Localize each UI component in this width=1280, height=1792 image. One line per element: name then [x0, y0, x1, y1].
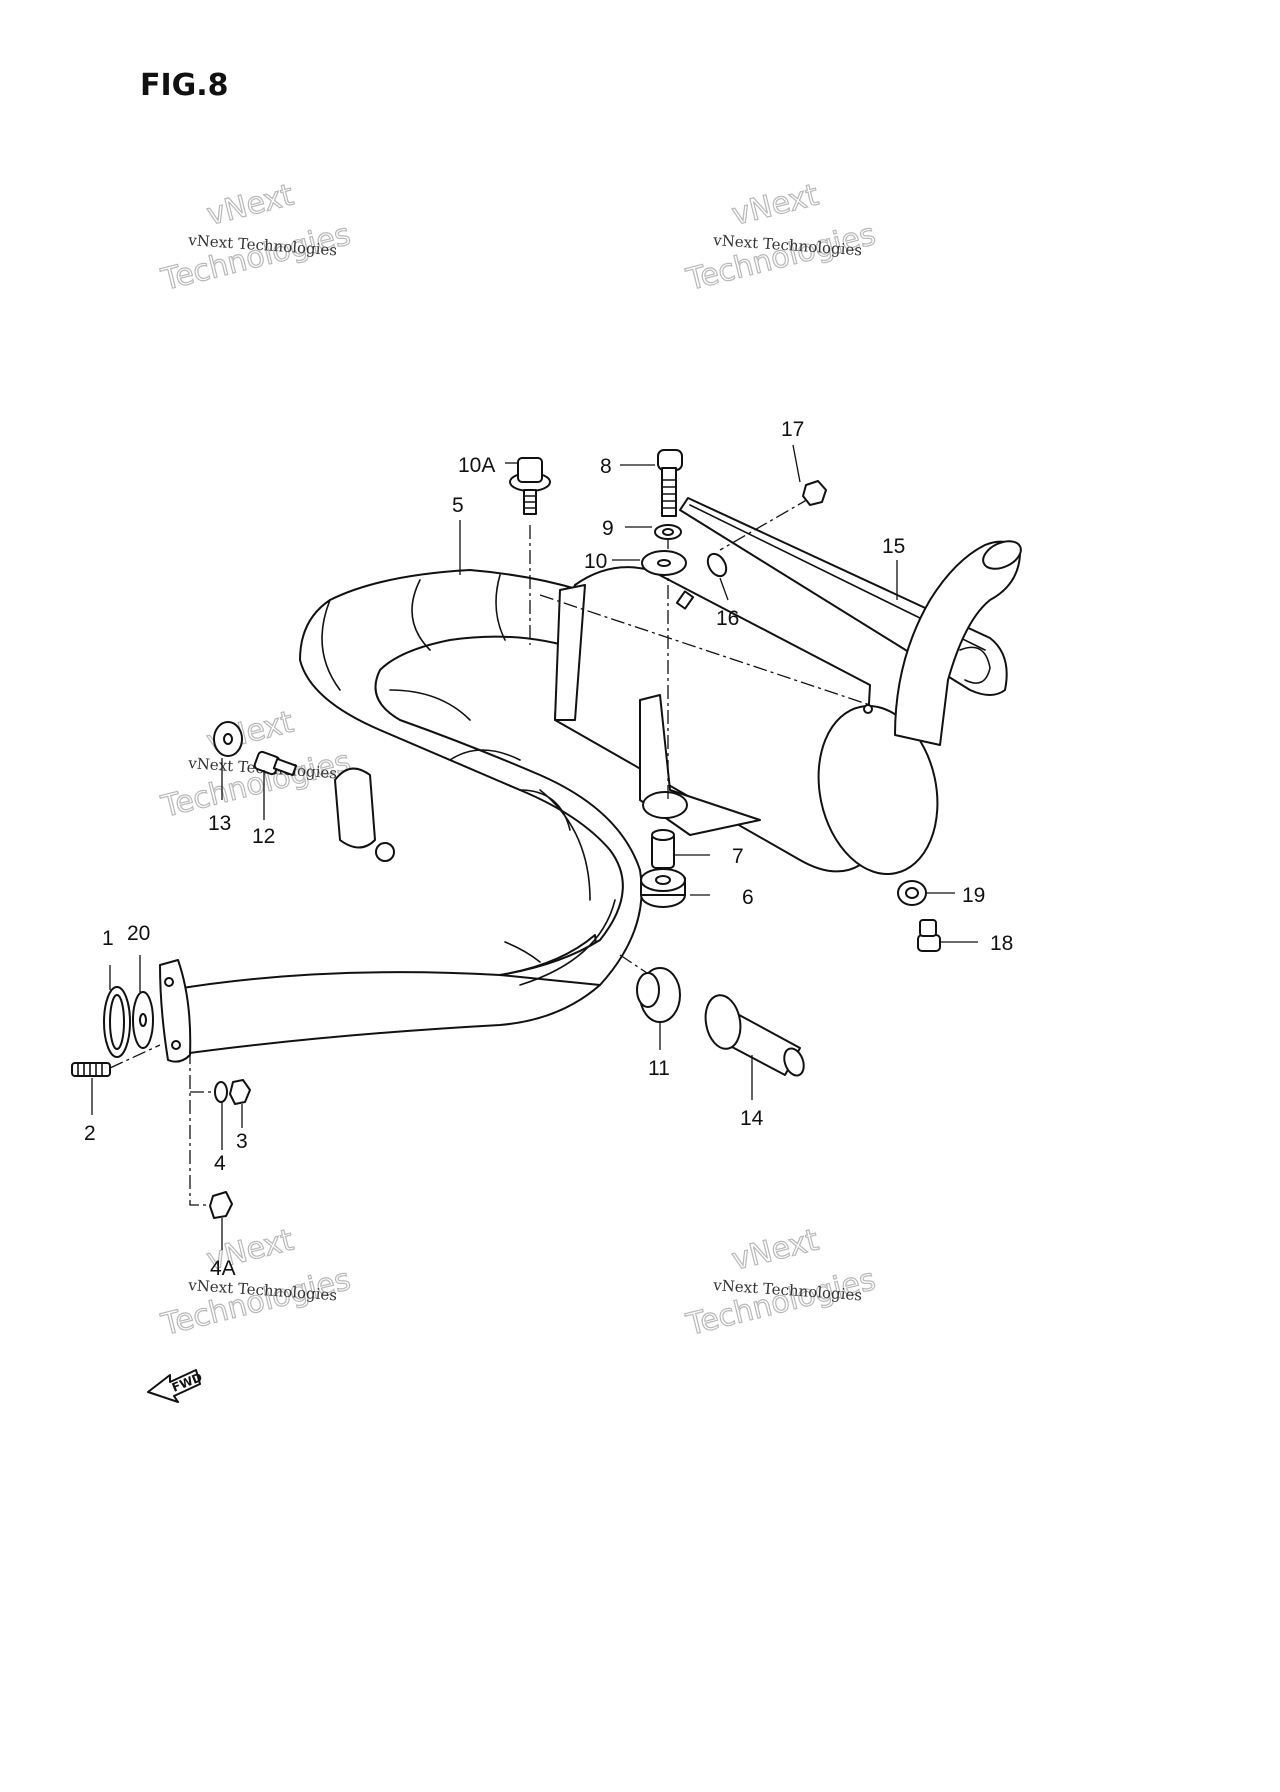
callout-2: 2: [84, 1122, 96, 1145]
flange-bolt-10a: [509, 457, 551, 515]
figure-title: FIG.8: [140, 68, 229, 103]
chamber-seam-3: [321, 599, 341, 691]
washer-10-hole: [657, 559, 671, 567]
callout-15: 15: [882, 535, 905, 558]
callout-4: 4: [214, 1152, 226, 1175]
callout-20: 20: [127, 922, 150, 945]
assembly-line-stud: [109, 1044, 161, 1069]
flange-bolt-hole-lower: [171, 1040, 181, 1050]
bolt-10a-threads: [523, 495, 537, 509]
bolt-12: [253, 750, 298, 777]
assembly-line-nut-17: [719, 497, 811, 551]
chamber-rib-5: [519, 789, 571, 831]
collar-14-end: [783, 1047, 805, 1077]
watermark-bottom-left: vNext Technologies vNext Technologies: [157, 1222, 355, 1344]
silencer-shell: [554, 566, 871, 873]
chamber-rib-4: [449, 749, 521, 761]
leader-17: [792, 444, 801, 483]
chamber-hanger-hole: [375, 842, 395, 862]
callout-8: 8: [600, 455, 612, 478]
chamber-loop: [299, 569, 643, 986]
callout-1: 1: [102, 927, 114, 950]
plug-18-shank: [919, 919, 937, 937]
nut-3: [229, 1079, 251, 1105]
guard-tip-detail: [959, 646, 991, 684]
watermark-bottom-right: vNext Technologies vNext Technologies: [682, 1222, 880, 1344]
chamber-rear-joint: [554, 584, 586, 721]
silencer-body: [554, 540, 1022, 876]
bolt-10a-head: [517, 457, 543, 483]
watermark-large-line-1: vNext: [728, 178, 822, 233]
stud-bolt-2: [71, 1062, 111, 1077]
callout-4a: 4A: [210, 1257, 236, 1280]
collar-7-top: [651, 829, 675, 841]
assembly-line-silencer-axis: [539, 594, 871, 706]
callout-5: 5: [452, 494, 464, 517]
leader-16: [719, 577, 729, 601]
grommet-6-hole: [655, 875, 671, 885]
fwd-arrow-icon: [147, 1369, 201, 1403]
chamber-hanger-tab: [334, 767, 376, 849]
watermark-top-left: vNext Technologies vNext Technologies: [157, 177, 355, 299]
bolt-8: [657, 449, 683, 517]
grommet-11-front: [636, 972, 660, 1008]
bolt-12-shank: [272, 757, 298, 777]
watermark-top-right: vNext Technologies vNext Technologies: [682, 177, 880, 299]
gasket-20-hole: [139, 1013, 147, 1027]
bolt-8-threads: [661, 479, 677, 509]
watermark-large-line-1: vNext: [728, 1223, 822, 1278]
bracket-mount-hole: [642, 791, 688, 819]
silencer-end-cap: [817, 704, 939, 876]
callout-16: 16: [716, 607, 739, 630]
callout-10a: 10A: [458, 454, 495, 477]
callout-3: 3: [236, 1130, 248, 1153]
callout-9: 9: [602, 517, 614, 540]
flange-bolt-hole-upper: [164, 977, 174, 987]
spring-hook: [504, 941, 541, 963]
callout-17: 17: [781, 418, 804, 441]
collar-14-flange: [704, 994, 742, 1050]
assembly-line-nut-4a: [189, 1050, 210, 1206]
assembly-line-grommet-11: [619, 954, 651, 976]
chamber-seam-1: [519, 899, 616, 986]
washer-16: [706, 552, 728, 578]
gasket-19-hole: [905, 887, 919, 899]
callout-11: 11: [648, 1057, 670, 1080]
callout-18: 18: [990, 932, 1013, 955]
chamber-rib-2: [495, 574, 506, 641]
callout-12: 12: [252, 825, 275, 848]
chamber-rib-1: [411, 579, 431, 651]
gasket-1-inner: [109, 994, 125, 1050]
stud-threads: [77, 1062, 103, 1077]
watermark-large-line-2: Technologies: [157, 744, 353, 825]
outlet-pipe-opening: [982, 540, 1022, 570]
grommet-11: [636, 967, 681, 1023]
callout-6: 6: [742, 886, 754, 909]
callout-7: 7: [732, 845, 744, 868]
collar-14: [704, 994, 805, 1077]
guard-screw: [675, 590, 695, 610]
plug-18-head: [917, 934, 941, 952]
callout-13: 13: [208, 812, 231, 835]
watermark-large-line-1: vNext: [203, 178, 297, 233]
washer-4: [214, 1081, 228, 1103]
front-header-pipe: [169, 934, 601, 1056]
stud-shaft: [71, 1062, 111, 1077]
callout-10: 10: [584, 550, 607, 573]
forward-direction-arrow: FWD: [147, 1369, 204, 1403]
silencer-stud: [863, 704, 873, 714]
callout-19: 19: [962, 884, 985, 907]
plug-bolt-18: [917, 919, 941, 952]
nut-17: [802, 480, 827, 506]
callout-14: 14: [740, 1107, 764, 1130]
washer-13-hole: [223, 733, 233, 745]
silencer-outlet-pipe: [894, 540, 1021, 746]
flange-nut-4a: [209, 1191, 233, 1219]
chamber-rib-3: [389, 689, 471, 721]
exhaust-expansion-chamber-5: [159, 569, 643, 1063]
lock-washer-9-hole: [662, 528, 674, 536]
